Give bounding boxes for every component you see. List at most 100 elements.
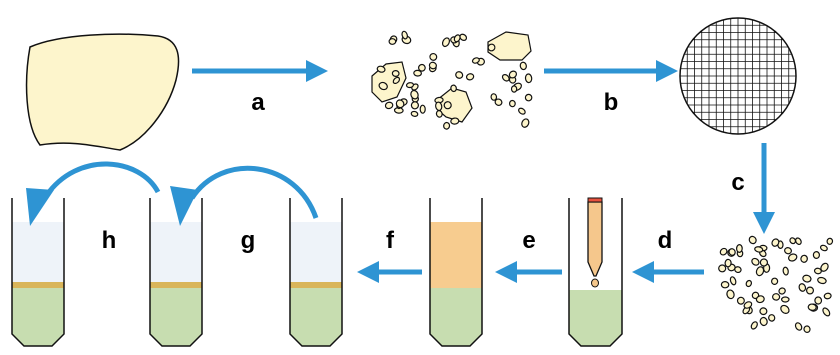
cell [780,296,790,303]
arrow-d [632,261,704,283]
cell [405,82,415,89]
cell [820,262,829,272]
cell [814,296,823,305]
cell [471,57,480,64]
cell [759,258,769,267]
cell-strainer-mesh [679,17,797,135]
cell [435,110,443,118]
cell [778,287,786,295]
cell [823,292,832,300]
cell [782,266,789,276]
cell [798,283,807,292]
cell [826,237,834,245]
cell [754,246,764,253]
cell [508,99,516,108]
cell-suspension [718,235,834,333]
fragment [487,31,532,61]
arrow-a [192,60,328,82]
cell [428,61,437,70]
cell [803,325,811,333]
cell [459,33,468,41]
cell [410,101,419,110]
cell [800,254,808,263]
cell [413,69,422,77]
step-label-h: h [101,227,117,254]
cell [768,314,776,322]
cell [759,307,768,316]
cell [410,89,419,100]
cell [391,69,400,78]
step-label-b: b [603,89,619,116]
cell [718,264,727,273]
cell [770,277,779,285]
cell [772,293,781,301]
cell [443,121,451,130]
cell [410,110,419,117]
minced-tissue [371,30,533,130]
arrow-b [544,60,678,82]
arrow-g [170,165,319,226]
cell [806,286,815,295]
cell [401,30,408,40]
cell [388,38,397,45]
cell [795,237,802,245]
cell [788,253,798,262]
cell [726,289,735,300]
cell [789,237,797,245]
cell [822,307,831,317]
cell [736,296,745,305]
cell [780,304,790,314]
cell [524,93,533,102]
cell [518,107,526,115]
tissue-sample [25,33,180,151]
cell [450,117,460,125]
cell [748,235,757,245]
cell [419,104,426,114]
cell [734,266,742,274]
cell [817,276,827,285]
tube-gradient-1 [11,198,65,347]
cell [794,322,803,331]
cell [750,321,758,330]
step-label-g: g [240,227,256,254]
step-label-d: d [657,227,673,254]
fragment [436,87,473,123]
cell [378,81,388,91]
cell [494,98,503,106]
arrow-h [26,161,161,226]
cell [735,244,743,253]
cell [376,65,386,73]
tube-pellet [429,198,483,347]
cell [429,52,438,61]
cell [807,303,817,311]
cell [755,266,765,277]
cell [490,93,498,101]
cell [417,63,426,72]
cell [745,279,753,288]
step-label-c: c [731,169,745,196]
cell [802,274,812,283]
cell [728,248,736,256]
cell [508,70,518,79]
cell [441,37,451,48]
cell [501,74,510,82]
step-label-a: a [251,89,265,116]
cell [395,99,405,109]
cell [759,316,768,327]
cell [771,238,780,247]
cell [521,118,530,128]
cell [724,258,732,268]
cell [392,76,401,85]
cell [720,280,730,289]
cell [384,101,394,110]
arrow-f [357,261,422,283]
cell [450,84,457,93]
cell [813,267,822,275]
cell [784,247,792,255]
cell [743,301,753,309]
cell [524,73,533,84]
tube-gradient-3 [289,198,343,347]
cell [465,73,475,81]
